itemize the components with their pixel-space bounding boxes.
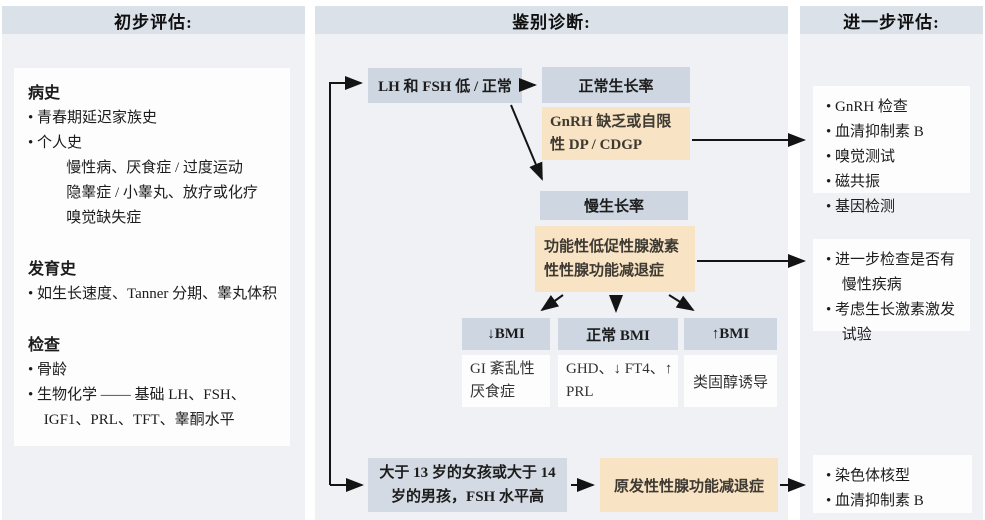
further-evaluation-header-label: 进一步评估: xyxy=(843,12,940,32)
history-subitem: 慢性病、厌食症 / 过度运动 xyxy=(66,160,243,176)
flow-box-gnrh-deficiency-label: GnRH 缺乏或自限性 DP / CDGP xyxy=(550,113,672,153)
further-box-karyotype: • 染色体核型 • 血清抑制素 B xyxy=(813,455,972,513)
flow-box-gnrh-deficiency: GnRH 缺乏或自限性 DP / CDGP xyxy=(542,107,690,160)
further-item: • 染色体核型 xyxy=(826,468,911,484)
flow-box-ghd-ft4-prl: GHD、↓ FT4、↑ PRL xyxy=(558,355,678,407)
flow-box-primary-hypogonadism: 原发性性腺功能减退症 xyxy=(600,458,778,512)
exam-item: • 骨龄 xyxy=(28,362,68,378)
exam-item: • 生物化学 —— 基础 LH、FSH、IGF1、PRL、TFT、睾酮水平 xyxy=(28,387,246,428)
section-title-exam: 检查 xyxy=(28,337,61,354)
further-evaluation-header: 进一步评估: xyxy=(800,6,983,34)
further-item: • 血清抑制素 B xyxy=(826,493,924,509)
history-item: • 青春期延迟家族史 xyxy=(28,110,158,126)
flow-box-bmi-up-label: ↑BMI xyxy=(711,325,750,342)
initial-evaluation-header-label: 初步评估: xyxy=(114,12,193,32)
further-box-chronic-disease: • 进一步检查是否有慢性疾病 • 考虑生长激素激发试验 xyxy=(813,239,970,343)
further-item: • GnRH 检查 xyxy=(826,99,908,115)
further-box-gnrh-workup: • GnRH 检查 • 血清抑制素 B • 嗅觉测试 • 磁共振 • 基因检测 xyxy=(813,86,970,215)
flow-box-primary-hypogonadism-label: 原发性性腺功能减退症 xyxy=(613,478,764,495)
flow-box-functional-hypogonadism-label: 功能性低促性腺激素性性腺功能减退症 xyxy=(544,239,680,279)
flow-box-steroid-induced-label: 类固醇诱导 xyxy=(692,374,768,391)
history-subitem: 嗅觉缺失症 xyxy=(66,210,142,226)
further-item: • 血清抑制素 B xyxy=(826,124,924,140)
further-item: • 磁共振 xyxy=(826,174,881,190)
flow-box-bmi-down-label: ↓BMI xyxy=(487,325,525,342)
flow-box-gi-anorexia: GI 紊乱性厌食症 xyxy=(462,355,550,407)
flow-box-age-fsh-high-label: 大于 13 岁的女孩或大于 14 岁的男孩，FSH 水平高 xyxy=(379,465,556,505)
further-item: • 基因检测 xyxy=(826,199,896,215)
differential-diagnosis-header-label: 鉴别诊断: xyxy=(512,12,591,32)
flow-box-bmi-normal-label: 正常 BMI xyxy=(586,327,650,344)
development-item: • 如生长速度、Tanner 分期、睾丸体积 xyxy=(28,286,278,302)
flow-box-slow-growth-rate-label: 慢生长率 xyxy=(583,199,644,215)
history-subitem: 隐睾症 / 小睾丸、放疗或化疗 xyxy=(66,185,258,201)
further-item: • 嗅觉测试 xyxy=(826,149,896,165)
flow-box-bmi-down: ↓BMI xyxy=(462,318,550,350)
flow-box-steroid-induced: 类固醇诱导 xyxy=(684,355,777,407)
flow-box-age-fsh-high: 大于 13 岁的女孩或大于 14 岁的男孩，FSH 水平高 xyxy=(368,458,567,512)
flow-box-normal-growth-rate-label: 正常生长率 xyxy=(578,78,654,95)
section-title-development: 发育史 xyxy=(28,261,77,278)
initial-evaluation-panel: 病史 • 青春期延迟家族史 • 个人史 慢性病、厌食症 / 过度运动 隐睾症 /… xyxy=(14,68,290,446)
section-title-history: 病史 xyxy=(28,85,61,102)
flow-box-lh-fsh-low-normal: LH 和 FSH 低 / 正常 xyxy=(368,68,522,103)
further-item: • 进一步检查是否有慢性疾病 xyxy=(826,252,956,293)
flow-box-normal-growth-rate: 正常生长率 xyxy=(542,67,690,103)
flow-box-lh-fsh-low-normal-label: LH 和 FSH 低 / 正常 xyxy=(378,79,512,95)
further-item: • 考虑生长激素激发试验 xyxy=(826,302,956,343)
flow-box-bmi-up: ↑BMI xyxy=(684,318,777,350)
history-item: • 个人史 xyxy=(28,135,83,151)
differential-diagnosis-header: 鉴别诊断: xyxy=(315,6,788,34)
flow-box-gi-anorexia-label: GI 紊乱性厌食症 xyxy=(470,361,535,400)
spacer xyxy=(28,307,280,333)
flow-box-ghd-ft4-prl-label: GHD、↓ FT4、↑ PRL xyxy=(566,361,673,400)
flow-box-functional-hypogonadism: 功能性低促性腺激素性性腺功能减退症 xyxy=(535,226,695,292)
flow-box-bmi-normal: 正常 BMI xyxy=(558,318,678,350)
initial-evaluation-header: 初步评估: xyxy=(2,6,305,34)
spacer xyxy=(28,231,280,257)
flow-box-slow-growth-rate: 慢生长率 xyxy=(540,191,688,220)
